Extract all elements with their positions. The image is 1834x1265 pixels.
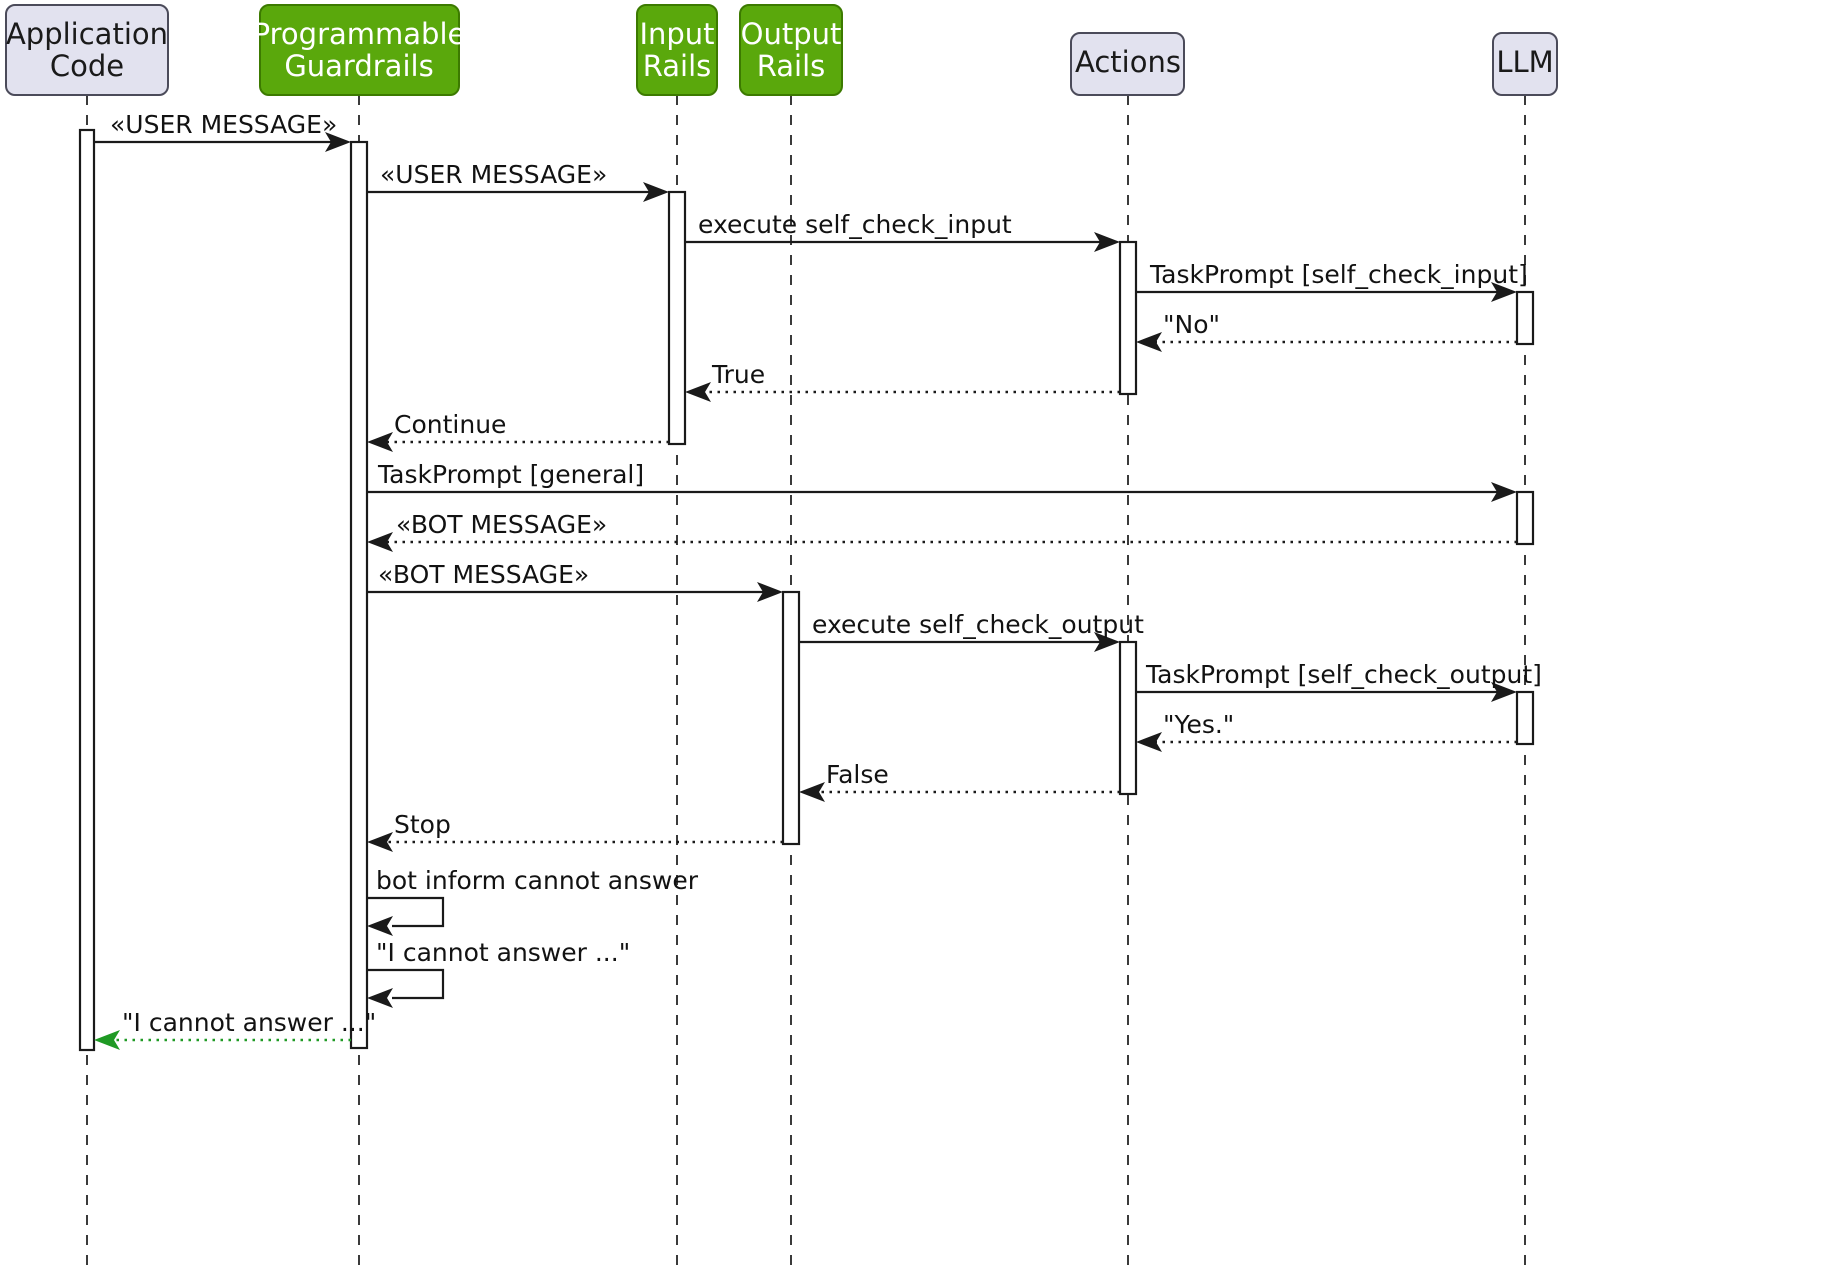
- message-4-arrowhead-icon: [1491, 282, 1517, 302]
- activation-bar-actions-1: [1118, 240, 1138, 396]
- message-4-label: TaskPrompt [self_check_input]: [1149, 260, 1528, 289]
- message-13-label: "Yes.": [1163, 710, 1234, 739]
- activation-bar-actions-2: [1118, 640, 1138, 796]
- message-12-taskprompt-self-check-output[interactable]: TaskPrompt [self_check_output]: [1136, 660, 1542, 702]
- message-10-arrowhead-icon: [757, 582, 783, 602]
- message-16-self-loop-bot-inform-cannot-answer[interactable]: bot inform cannot answer: [367, 866, 699, 936]
- message-9-arrowhead-icon: [367, 532, 393, 552]
- message-3-label: execute self_check_input: [698, 210, 1012, 239]
- participant-label-input-rails-line2: Rails: [643, 49, 712, 83]
- message-18-arrowhead-icon: [94, 1030, 120, 1050]
- message-3-execute-self-check-input[interactable]: execute self_check_input: [685, 210, 1120, 252]
- message-8-label: TaskPrompt [general]: [377, 460, 644, 489]
- participant-label-output-rails-line1: Output: [741, 17, 842, 51]
- message-16-arrowhead-icon: [367, 916, 393, 936]
- message-2-user-message-to-input-rails[interactable]: «USER MESSAGE»: [367, 160, 669, 202]
- activation-bar-llm-1: [1515, 290, 1535, 346]
- message-13-llm-yes-response[interactable]: "Yes.": [1136, 710, 1517, 752]
- message-8-taskprompt-general[interactable]: TaskPrompt [general]: [367, 460, 1517, 502]
- message-13-arrowhead-icon: [1136, 732, 1162, 752]
- participant-app[interactable]: Application Code: [5, 4, 169, 96]
- participant-label-output-rails-line2: Rails: [757, 49, 826, 83]
- activation-bar-input-rails: [667, 190, 687, 446]
- message-12-arrowhead-icon: [1491, 682, 1517, 702]
- message-6-arrowhead-icon: [685, 382, 711, 402]
- message-2-label: «USER MESSAGE»: [380, 160, 607, 189]
- message-1-label: «USER MESSAGE»: [110, 110, 337, 139]
- message-14-arrowhead-icon: [799, 782, 825, 802]
- message-8-arrowhead-icon: [1491, 482, 1517, 502]
- participant-llm[interactable]: LLM: [1492, 32, 1558, 96]
- message-10-label: «BOT MESSAGE»: [378, 560, 589, 589]
- participant-input-rails[interactable]: Input Rails: [636, 4, 718, 96]
- participant-label-input-rails-line1: Input: [639, 17, 714, 51]
- message-11-execute-self-check-output[interactable]: execute self_check_output: [799, 610, 1144, 652]
- message-17-loop-path: [367, 968, 445, 1000]
- participant-label-app-line2: Code: [50, 49, 124, 83]
- participant-box-actions[interactable]: [1070, 32, 1185, 96]
- message-11-label: execute self_check_output: [812, 610, 1144, 639]
- participant-guardrails[interactable]: Programmable Guardrails: [253, 4, 466, 96]
- message-6-true-return[interactable]: True: [685, 360, 1120, 402]
- participant-label-guardrails-line2: Guardrails: [284, 49, 433, 83]
- participant-box-guardrails[interactable]: [259, 4, 460, 96]
- message-10-bot-message-to-output-rails[interactable]: «BOT MESSAGE»: [367, 560, 783, 602]
- activation-bar-llm-2: [1515, 490, 1535, 546]
- participant-label-guardrails-line1: Programmable: [253, 17, 466, 51]
- participant-box-output-rails[interactable]: [739, 4, 843, 96]
- activation-bar-output-rails: [781, 590, 801, 846]
- participant-box-input-rails[interactable]: [636, 4, 718, 96]
- participant-label-actions: Actions: [1075, 45, 1181, 79]
- message-9-bot-message-return[interactable]: «BOT MESSAGE»: [367, 510, 1517, 552]
- participant-output-rails[interactable]: Output Rails: [739, 4, 843, 96]
- message-3-arrowhead-icon: [1094, 232, 1120, 252]
- message-1-arrowhead-icon: [325, 132, 351, 152]
- message-7-label: Continue: [394, 410, 506, 439]
- message-5-arrowhead-icon: [1136, 332, 1162, 352]
- message-5-llm-no-response[interactable]: "No": [1136, 310, 1517, 352]
- activation-bar-guardrails: [349, 140, 369, 1050]
- message-15-arrowhead-icon: [367, 832, 393, 852]
- message-12-label: TaskPrompt [self_check_output]: [1145, 660, 1542, 689]
- message-16-loop-path: [367, 896, 445, 928]
- message-5-label: "No": [1163, 310, 1220, 339]
- message-17-arrowhead-icon: [367, 988, 393, 1008]
- message-15-label: Stop: [394, 810, 451, 839]
- message-11-arrowhead-icon: [1094, 632, 1120, 652]
- message-14-label: False: [826, 760, 889, 789]
- activation-bar-llm-3: [1515, 690, 1535, 746]
- participant-box-llm[interactable]: [1492, 32, 1558, 96]
- participant-actions[interactable]: Actions: [1070, 32, 1185, 96]
- message-16-label: bot inform cannot answer: [376, 866, 699, 895]
- message-18-label: "I cannot answer ...": [122, 1008, 376, 1037]
- message-6-label: True: [711, 360, 765, 389]
- message-4-taskprompt-self-check-input[interactable]: TaskPrompt [self_check_input]: [1136, 260, 1528, 302]
- message-17-label: "I cannot answer ...": [376, 938, 630, 967]
- participant-box-app[interactable]: [5, 4, 169, 96]
- message-14-false-return[interactable]: False: [799, 760, 1120, 802]
- activation-bar-app: [78, 128, 96, 1052]
- activation-bars-group: [78, 128, 1535, 1052]
- participant-label-app-line1: Application: [6, 17, 168, 51]
- message-7-continue-return[interactable]: Continue: [367, 410, 669, 452]
- participant-label-llm: LLM: [1496, 45, 1553, 79]
- message-9-label: «BOT MESSAGE»: [396, 510, 607, 539]
- message-1-user-message-to-guardrails[interactable]: «USER MESSAGE»: [94, 110, 351, 152]
- message-17-self-loop-i-cannot-answer[interactable]: "I cannot answer ...": [367, 938, 630, 1008]
- message-18-final-answer-to-app[interactable]: "I cannot answer ...": [94, 1008, 376, 1050]
- message-15-stop-return[interactable]: Stop: [367, 810, 783, 852]
- message-2-arrowhead-icon: [643, 182, 669, 202]
- message-7-arrowhead-icon: [367, 432, 393, 452]
